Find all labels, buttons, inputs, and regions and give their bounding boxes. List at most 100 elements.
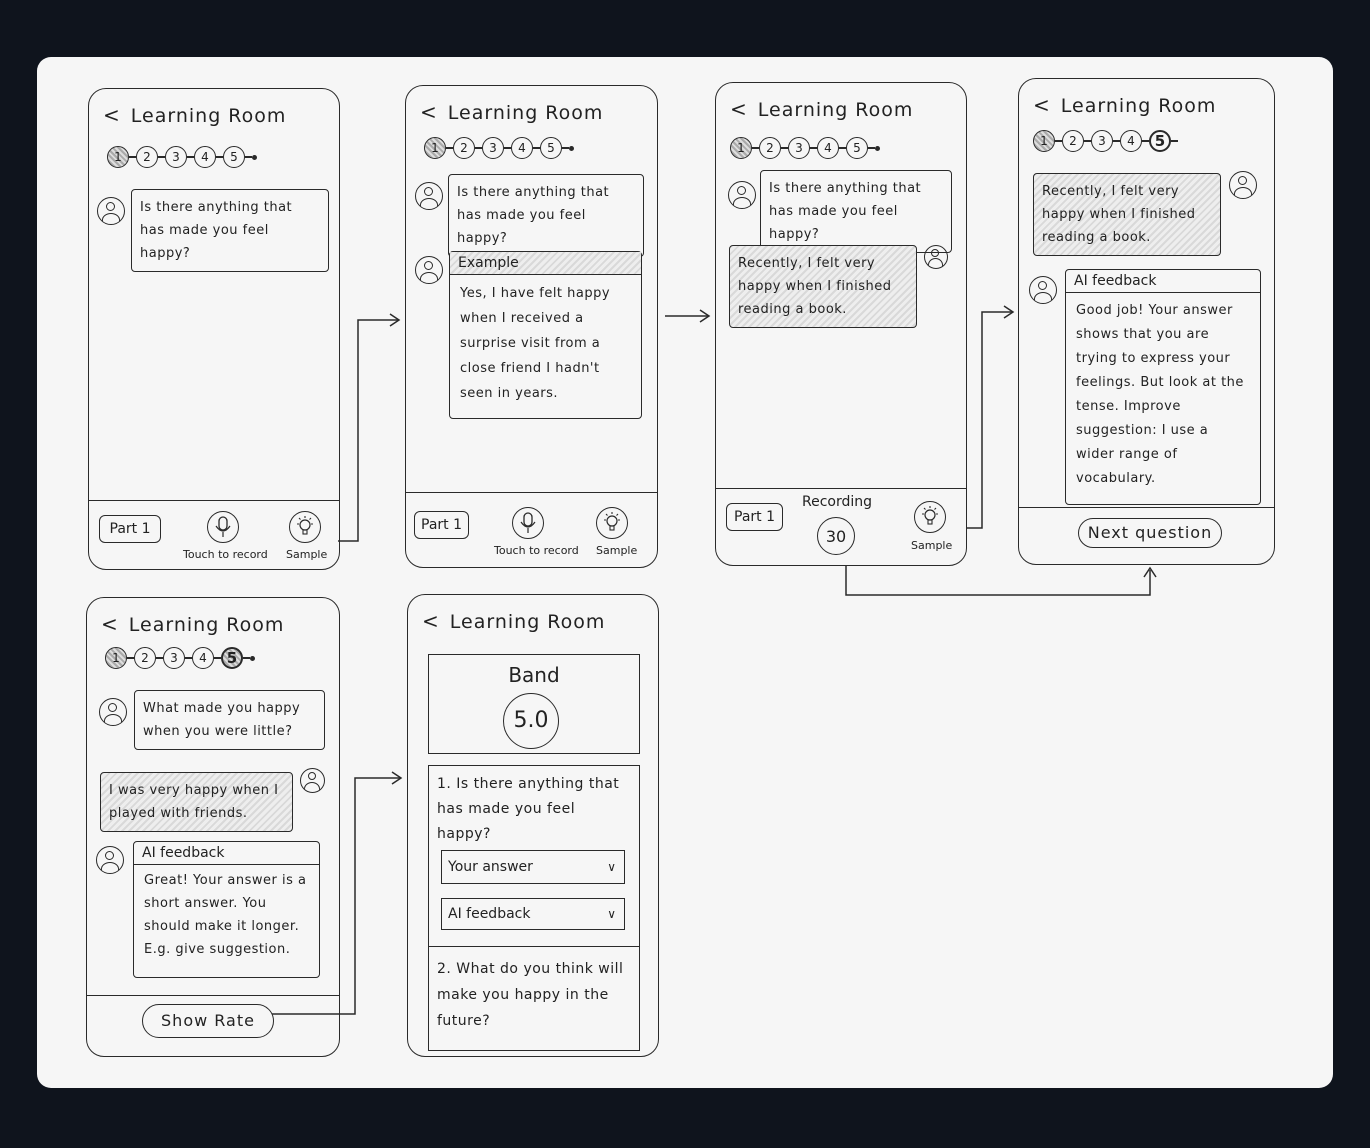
record-caption: Touch to record bbox=[494, 544, 579, 557]
band-label: Band bbox=[508, 663, 560, 687]
lightbulb-icon[interactable] bbox=[289, 511, 321, 543]
lightbulb-icon[interactable] bbox=[596, 507, 628, 539]
step-2: 2 bbox=[453, 137, 475, 159]
user-avatar-icon bbox=[924, 245, 948, 269]
chevron-left-icon[interactable]: < bbox=[420, 100, 438, 124]
bottom-bar: Part 1 Touch to record Sample bbox=[89, 500, 339, 569]
step-2: 2 bbox=[136, 146, 158, 168]
sample-caption: Sample bbox=[911, 539, 953, 552]
header: <Learning Room bbox=[422, 609, 605, 633]
part-selector[interactable]: Part 1 bbox=[726, 503, 783, 531]
chevron-down-icon: ∨ bbox=[607, 907, 616, 921]
step-2: 2 bbox=[1062, 130, 1084, 152]
lightbulb-icon[interactable] bbox=[914, 501, 946, 533]
chevron-left-icon[interactable]: < bbox=[1033, 93, 1051, 117]
step-3: 3 bbox=[165, 146, 187, 168]
step-4: 4 bbox=[511, 137, 533, 159]
bottom-bar: Part 1 Touch to record Sample bbox=[406, 492, 657, 567]
ai-feedback-title: AI feedback bbox=[1066, 270, 1260, 293]
example-card: Example Yes, I have felt happy when I re… bbox=[449, 251, 642, 419]
chevron-left-icon[interactable]: < bbox=[103, 103, 121, 127]
chevron-left-icon[interactable]: < bbox=[101, 612, 119, 636]
step-3: 3 bbox=[163, 647, 185, 669]
step-5-current: 5 bbox=[1149, 130, 1171, 152]
user-answer-bubble: Recently, I felt very happy when I finis… bbox=[729, 245, 917, 328]
header: < Learning Room bbox=[101, 612, 284, 636]
header: < Learning Room bbox=[1033, 93, 1216, 117]
ai-feedback-title: AI feedback bbox=[134, 842, 319, 865]
next-question-button[interactable]: Next question bbox=[1078, 518, 1222, 548]
your-answer-label: Your answer bbox=[448, 859, 533, 875]
step-5: 5 bbox=[846, 137, 868, 159]
step-1: 1 bbox=[1033, 130, 1055, 152]
step-5-current: 5 bbox=[221, 647, 243, 669]
header: < Learning Room bbox=[420, 100, 603, 124]
ai-feedback-text: Good job! Your answer shows that you are… bbox=[1076, 303, 1244, 486]
step-4: 4 bbox=[1120, 130, 1142, 152]
chevron-down-icon: ∨ bbox=[607, 860, 616, 874]
bottom-bar: Part 1 Recording 30 Sample bbox=[716, 488, 966, 565]
page-title: Learning Room bbox=[447, 102, 604, 124]
recording-label: Recording bbox=[802, 494, 873, 510]
step-1: 1 bbox=[105, 647, 127, 669]
example-title: Example bbox=[450, 252, 641, 275]
ai-feedback-dropdown[interactable]: AI feedback ∨ bbox=[441, 898, 625, 930]
step-1: 1 bbox=[730, 137, 752, 159]
ai-feedback-label: AI feedback bbox=[448, 906, 531, 922]
ai-avatar-icon bbox=[415, 182, 443, 210]
your-answer-dropdown[interactable]: Your answer ∨ bbox=[441, 850, 625, 884]
user-answer-bubble: I was very happy when I played with frie… bbox=[100, 772, 293, 832]
page-title: Learning Room bbox=[1060, 95, 1217, 117]
user-answer-bubble: Recently, I felt very happy when I finis… bbox=[1033, 173, 1221, 256]
user-avatar-icon bbox=[1229, 171, 1257, 199]
question-1-text: 1. Is there anything that has made you f… bbox=[437, 776, 620, 842]
band-score-box: Band 5.0 bbox=[428, 654, 640, 754]
record-caption: Touch to record bbox=[183, 548, 268, 561]
screen-1-question: < Learning Room 1 2 3 4 5 Is there anythi… bbox=[88, 88, 340, 570]
show-rate-button[interactable]: Show Rate bbox=[142, 1004, 274, 1038]
ai-feedback-text: Great! Your answer is a short answer. Yo… bbox=[144, 873, 307, 957]
sample-caption: Sample bbox=[286, 548, 328, 561]
microphone-icon[interactable] bbox=[207, 511, 239, 543]
step-4: 4 bbox=[194, 146, 216, 168]
bottom-bar: Next question bbox=[1019, 507, 1274, 564]
question-review-list: 1. Is there anything that has made you f… bbox=[428, 765, 640, 1051]
recording-timer[interactable]: 30 bbox=[817, 517, 855, 555]
step-4: 4 bbox=[817, 137, 839, 159]
chevron-left-icon[interactable]: < bbox=[730, 97, 748, 121]
step-1: 1 bbox=[424, 137, 446, 159]
progress-steps: 1 2 3 4 5 bbox=[107, 145, 257, 169]
question-bubble: Is there anything that has made you feel… bbox=[760, 170, 952, 253]
band-score: 5.0 bbox=[503, 693, 559, 749]
ai-avatar-icon bbox=[1029, 276, 1057, 304]
screen-3-recording: <Learning Room 1 2 3 4 5 Is there anythi… bbox=[715, 82, 967, 566]
page-title: Learning Room bbox=[757, 99, 914, 121]
ai-feedback-card: AI feedback Great! Your answer is a shor… bbox=[133, 841, 320, 978]
question-2-text: 2. What do you think will make you happy… bbox=[437, 961, 624, 1029]
bottom-bar: Show Rate bbox=[87, 995, 339, 1056]
screen-2-example: < Learning Room 1 2 3 4 5 Is there anythi… bbox=[405, 85, 658, 568]
progress-steps: 1 2 3 4 5 bbox=[105, 646, 255, 670]
step-5: 5 bbox=[540, 137, 562, 159]
ai-avatar-icon bbox=[728, 181, 756, 209]
divider bbox=[429, 946, 639, 948]
ai-avatar-icon bbox=[96, 846, 124, 874]
step-5: 5 bbox=[223, 146, 245, 168]
ai-avatar-icon bbox=[415, 256, 443, 284]
ai-avatar-icon bbox=[99, 698, 127, 726]
progress-steps: 1 2 3 4 5 bbox=[424, 136, 574, 160]
example-text: Yes, I have felt happy when I received a… bbox=[460, 286, 611, 401]
page-title: Learning Room bbox=[128, 614, 285, 636]
question-bubble: Is there anything that has made you feel… bbox=[448, 174, 644, 257]
header: < Learning Room bbox=[103, 103, 286, 127]
step-1: 1 bbox=[107, 146, 129, 168]
step-2: 2 bbox=[134, 647, 156, 669]
screen-6-results: <Learning Room Band 5.0 1. Is there anyt… bbox=[407, 594, 659, 1057]
page-title: Learning Room bbox=[130, 105, 287, 127]
part-selector[interactable]: Part 1 bbox=[99, 515, 161, 543]
question-bubble: Is there anything that has made you feel… bbox=[131, 189, 329, 272]
progress-steps: 1 2 3 4 5 bbox=[1033, 129, 1178, 153]
microphone-icon[interactable] bbox=[512, 507, 544, 539]
chevron-left-icon[interactable]: < bbox=[422, 609, 440, 633]
part-selector[interactable]: Part 1 bbox=[414, 511, 469, 539]
